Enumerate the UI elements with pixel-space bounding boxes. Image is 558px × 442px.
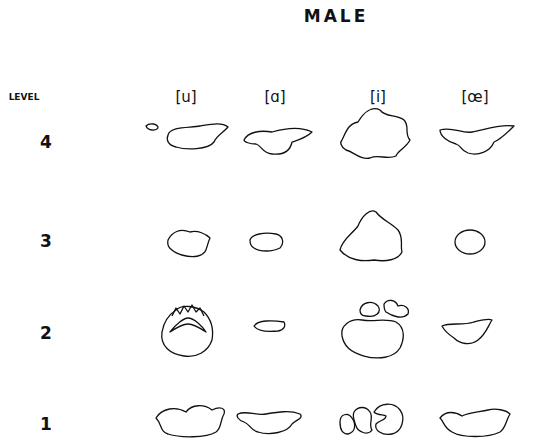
section-outline <box>168 230 210 256</box>
section-outline <box>156 406 224 437</box>
section-outline <box>170 318 206 332</box>
section-outline <box>172 305 204 316</box>
row-number: 3 <box>40 233 52 250</box>
section-outline <box>237 412 301 434</box>
column-heading: [ɑ] <box>264 90 285 105</box>
row-number: 2 <box>40 325 52 342</box>
section-outline <box>244 128 312 154</box>
section-outline <box>146 124 158 130</box>
row-number: 1 <box>40 416 52 433</box>
section-outline <box>440 409 510 436</box>
section-outline <box>162 306 213 356</box>
section-outline <box>254 321 285 332</box>
axis-heading: LEVEL <box>9 93 40 102</box>
section-outline <box>167 124 228 149</box>
column-heading: [i] <box>370 90 386 105</box>
section-outline <box>340 415 355 434</box>
section-outline <box>442 319 492 343</box>
section-outline <box>341 109 410 159</box>
section-outline <box>340 211 402 261</box>
column-heading: [u] <box>175 90 196 105</box>
row-number: 4 <box>40 134 52 151</box>
section-outline <box>374 404 403 434</box>
section-outline <box>455 230 485 254</box>
section-outline <box>384 300 408 317</box>
figure-title: MALE <box>304 8 369 25</box>
section-outline <box>250 233 283 251</box>
section-outline <box>342 320 404 358</box>
column-heading: [œ] <box>461 90 488 105</box>
section-outline <box>440 126 514 154</box>
section-outline <box>360 303 379 317</box>
section-outline <box>353 408 372 433</box>
